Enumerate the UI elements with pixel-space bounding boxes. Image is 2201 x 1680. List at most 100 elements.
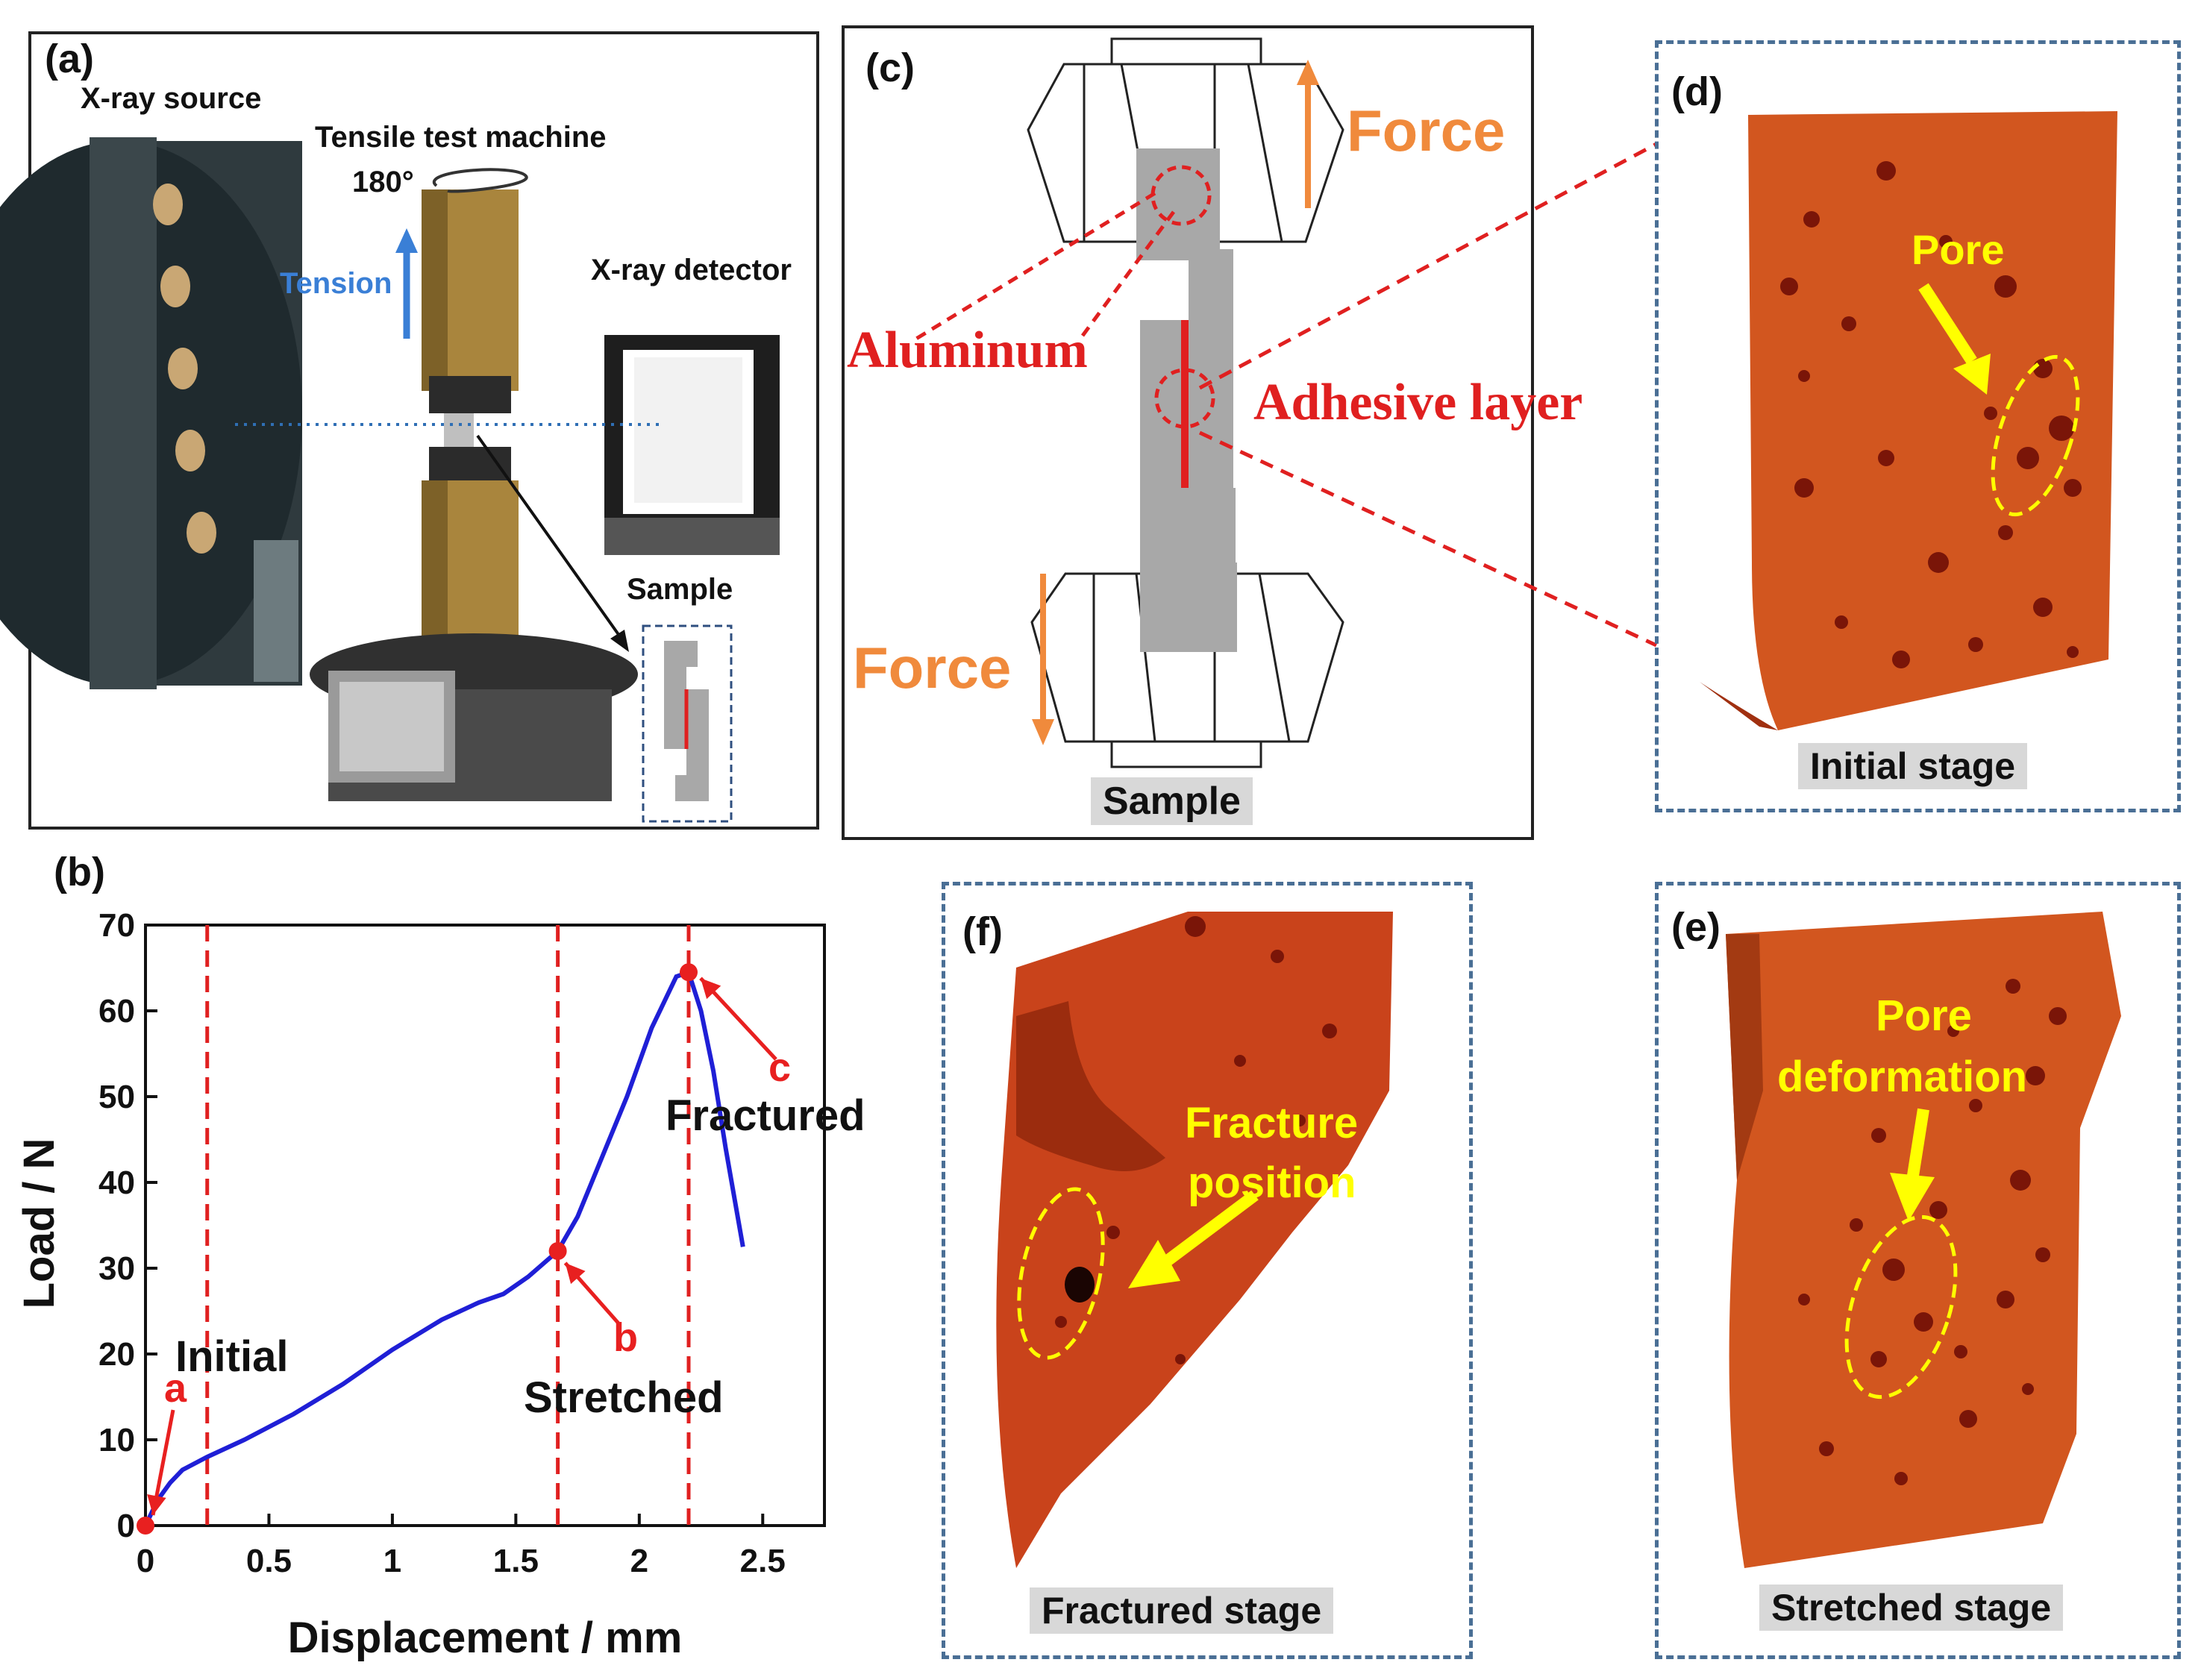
aluminum-circle [1150,165,1212,226]
specimen-e-body [1726,912,2121,1568]
label-tensile-machine: Tensile test machine [315,121,607,154]
label-position-f: position [1188,1159,1356,1207]
zoom-line-upper [1198,142,1658,390]
xtick-label: 2.5 [740,1543,786,1579]
aluminum-pointer-2 [1078,210,1176,340]
annotation-arrowhead-b [565,1263,586,1285]
label-force-top: Force [1347,98,1506,163]
sample-inset-upper-tab [664,641,698,667]
point-name-initial: Initial [175,1332,289,1381]
panel-f-specimen [996,912,1393,1568]
point-name-stretched: Stretched [524,1373,724,1422]
label-rotation: 180° [352,166,414,198]
fracture-arrow [1162,1190,1259,1267]
xtick-label: 0.5 [246,1543,292,1579]
panel-d-specimen [1700,111,2117,730]
label-stretched-stage: Stretched stage [1759,1585,2064,1631]
panel-d-frame [1655,40,2181,812]
point-marker-b [548,1242,567,1260]
point-label-c: c [768,1045,792,1090]
chart-ylabel: Load / N [15,1138,63,1309]
panel-d-letter: (d) [1671,69,1723,114]
panel-a-letter: (a) [45,37,94,81]
xray-source-photo [0,137,302,689]
label-aluminum: Aluminum [847,322,1088,379]
specimen-e-side [1726,934,1763,1180]
label-deformation-e: deformation [1777,1053,2028,1101]
ytick-label: 60 [98,993,135,1029]
panel-e-letter: (e) [1671,905,1721,950]
xtick-label: 1 [383,1543,401,1579]
label-xray-detector: X-ray detector [591,254,792,286]
rotation-arrow-icon [432,168,528,193]
specimen-e-pores [1798,979,2067,1485]
pore-deformation-arrowhead [1890,1173,1935,1221]
sample-pointer-arrowhead [610,630,629,652]
bottom-grip [1030,572,1344,768]
series-line [143,969,745,1527]
ytick-label: 40 [98,1165,135,1201]
point-label-a: a [164,1366,187,1411]
chart-xlabel: Displacement / mm [288,1614,683,1662]
pore-deformation-ellipse [1844,1214,1958,1400]
label-fracture-f: Fracture [1185,1099,1359,1147]
zoom-line-lower [1198,430,1658,648]
pore-arrowhead [1953,354,1991,395]
tension-arrowhead [395,228,418,253]
fracture-arrowhead [1128,1240,1180,1288]
specimen-f-pores [1055,916,1337,1364]
adhesive-circle [1154,368,1215,429]
label-tension: Tension [280,267,392,300]
plot-frame [144,924,826,1527]
ytick-label: 30 [98,1250,135,1287]
xtick-label: 1.5 [493,1543,539,1579]
sample-inset-lower-tab [675,775,709,801]
load-displacement-chart: 0 10 20 30 40 50 60 70 0 0.5 1 1.5 2 2.5 Displacemen… [15,907,826,1662]
label-force-bottom: Force [853,635,1012,700]
point-marker-c [680,963,698,982]
specimen-f-pore-large [1065,1267,1095,1303]
panel-b-letter: (b) [54,850,105,894]
xtick-label: 0 [137,1543,154,1579]
ytick-label: 50 [98,1079,135,1115]
force-arrowhead-top [1297,60,1319,85]
xray-detector-photo [604,335,780,555]
dogbone-sample [1136,148,1237,652]
pore-arrow [1918,283,1977,365]
label-sample-a: Sample [627,573,733,606]
panel-e-specimen [1726,912,2121,1568]
point-marker-a [137,1517,154,1535]
panel-c-diagram [915,37,1344,768]
label-adhesive-layer: Adhesive layer [1253,374,1583,431]
panel-e-frame [1655,882,2181,1659]
label-xray-source: X-ray source [81,82,262,115]
sample-inset-frame [642,624,733,823]
label-initial-stage: Initial stage [1798,743,2028,789]
point-label-b: b [613,1315,638,1360]
label-sample-c: Sample [1091,777,1253,825]
panel-a-photo [0,137,780,823]
panel-f-letter: (f) [962,909,1003,954]
label-fractured-stage: Fractured stage [1030,1587,1334,1634]
fracture-position-ellipse [1017,1187,1105,1360]
specimen-d-body [1748,111,2117,730]
annotation-arrowhead-c [701,978,721,1000]
panel-c-frame [842,25,1534,840]
force-arrowhead-bottom [1032,719,1054,745]
annotation-arrowhead-a [147,1494,166,1515]
xtick-label: 2 [630,1543,648,1579]
label-pore-e: Pore [1876,991,1972,1040]
aluminum-pointer-1 [915,191,1156,341]
sample-pointer-line [476,434,624,642]
ytick-label: 20 [98,1336,135,1373]
panel-c-letter: (c) [865,46,915,90]
point-name-fractured: Fractured [666,1091,865,1140]
ytick-label: 0 [117,1508,135,1544]
pore-highlight-ellipse [1991,354,2080,517]
specimen-f-darkband [1016,1001,1165,1171]
ytick-label: 70 [98,907,135,944]
ytick-label: 10 [98,1422,135,1458]
label-pore-d: Pore [1912,226,2005,273]
pore-deformation-arrow [1906,1108,1929,1182]
